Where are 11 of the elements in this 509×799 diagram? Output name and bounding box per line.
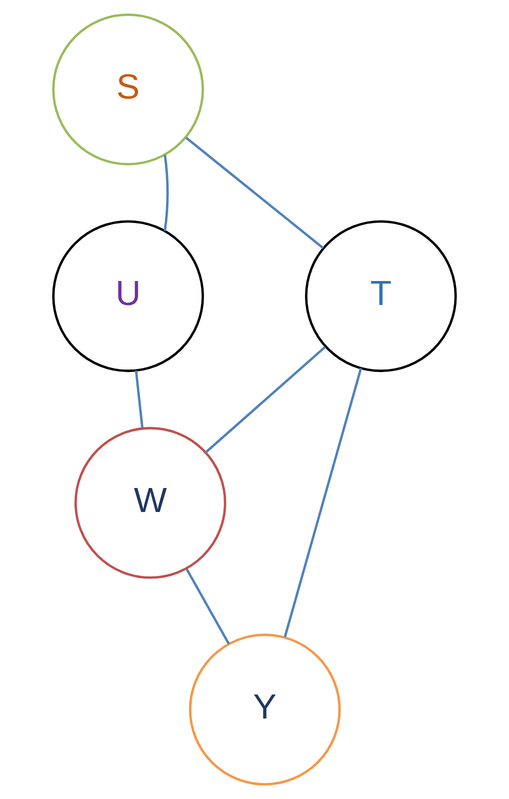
node-circle: U (52, 220, 204, 372)
node-circle: T (304, 220, 457, 372)
connector (284, 368, 362, 638)
node-circle: S (52, 14, 204, 166)
connector (186, 568, 230, 645)
connector (134, 370, 144, 428)
node-circle: Y (188, 634, 341, 786)
connector (164, 154, 169, 232)
connector (204, 346, 326, 454)
node-circle: W (74, 426, 226, 579)
connector (185, 136, 324, 249)
